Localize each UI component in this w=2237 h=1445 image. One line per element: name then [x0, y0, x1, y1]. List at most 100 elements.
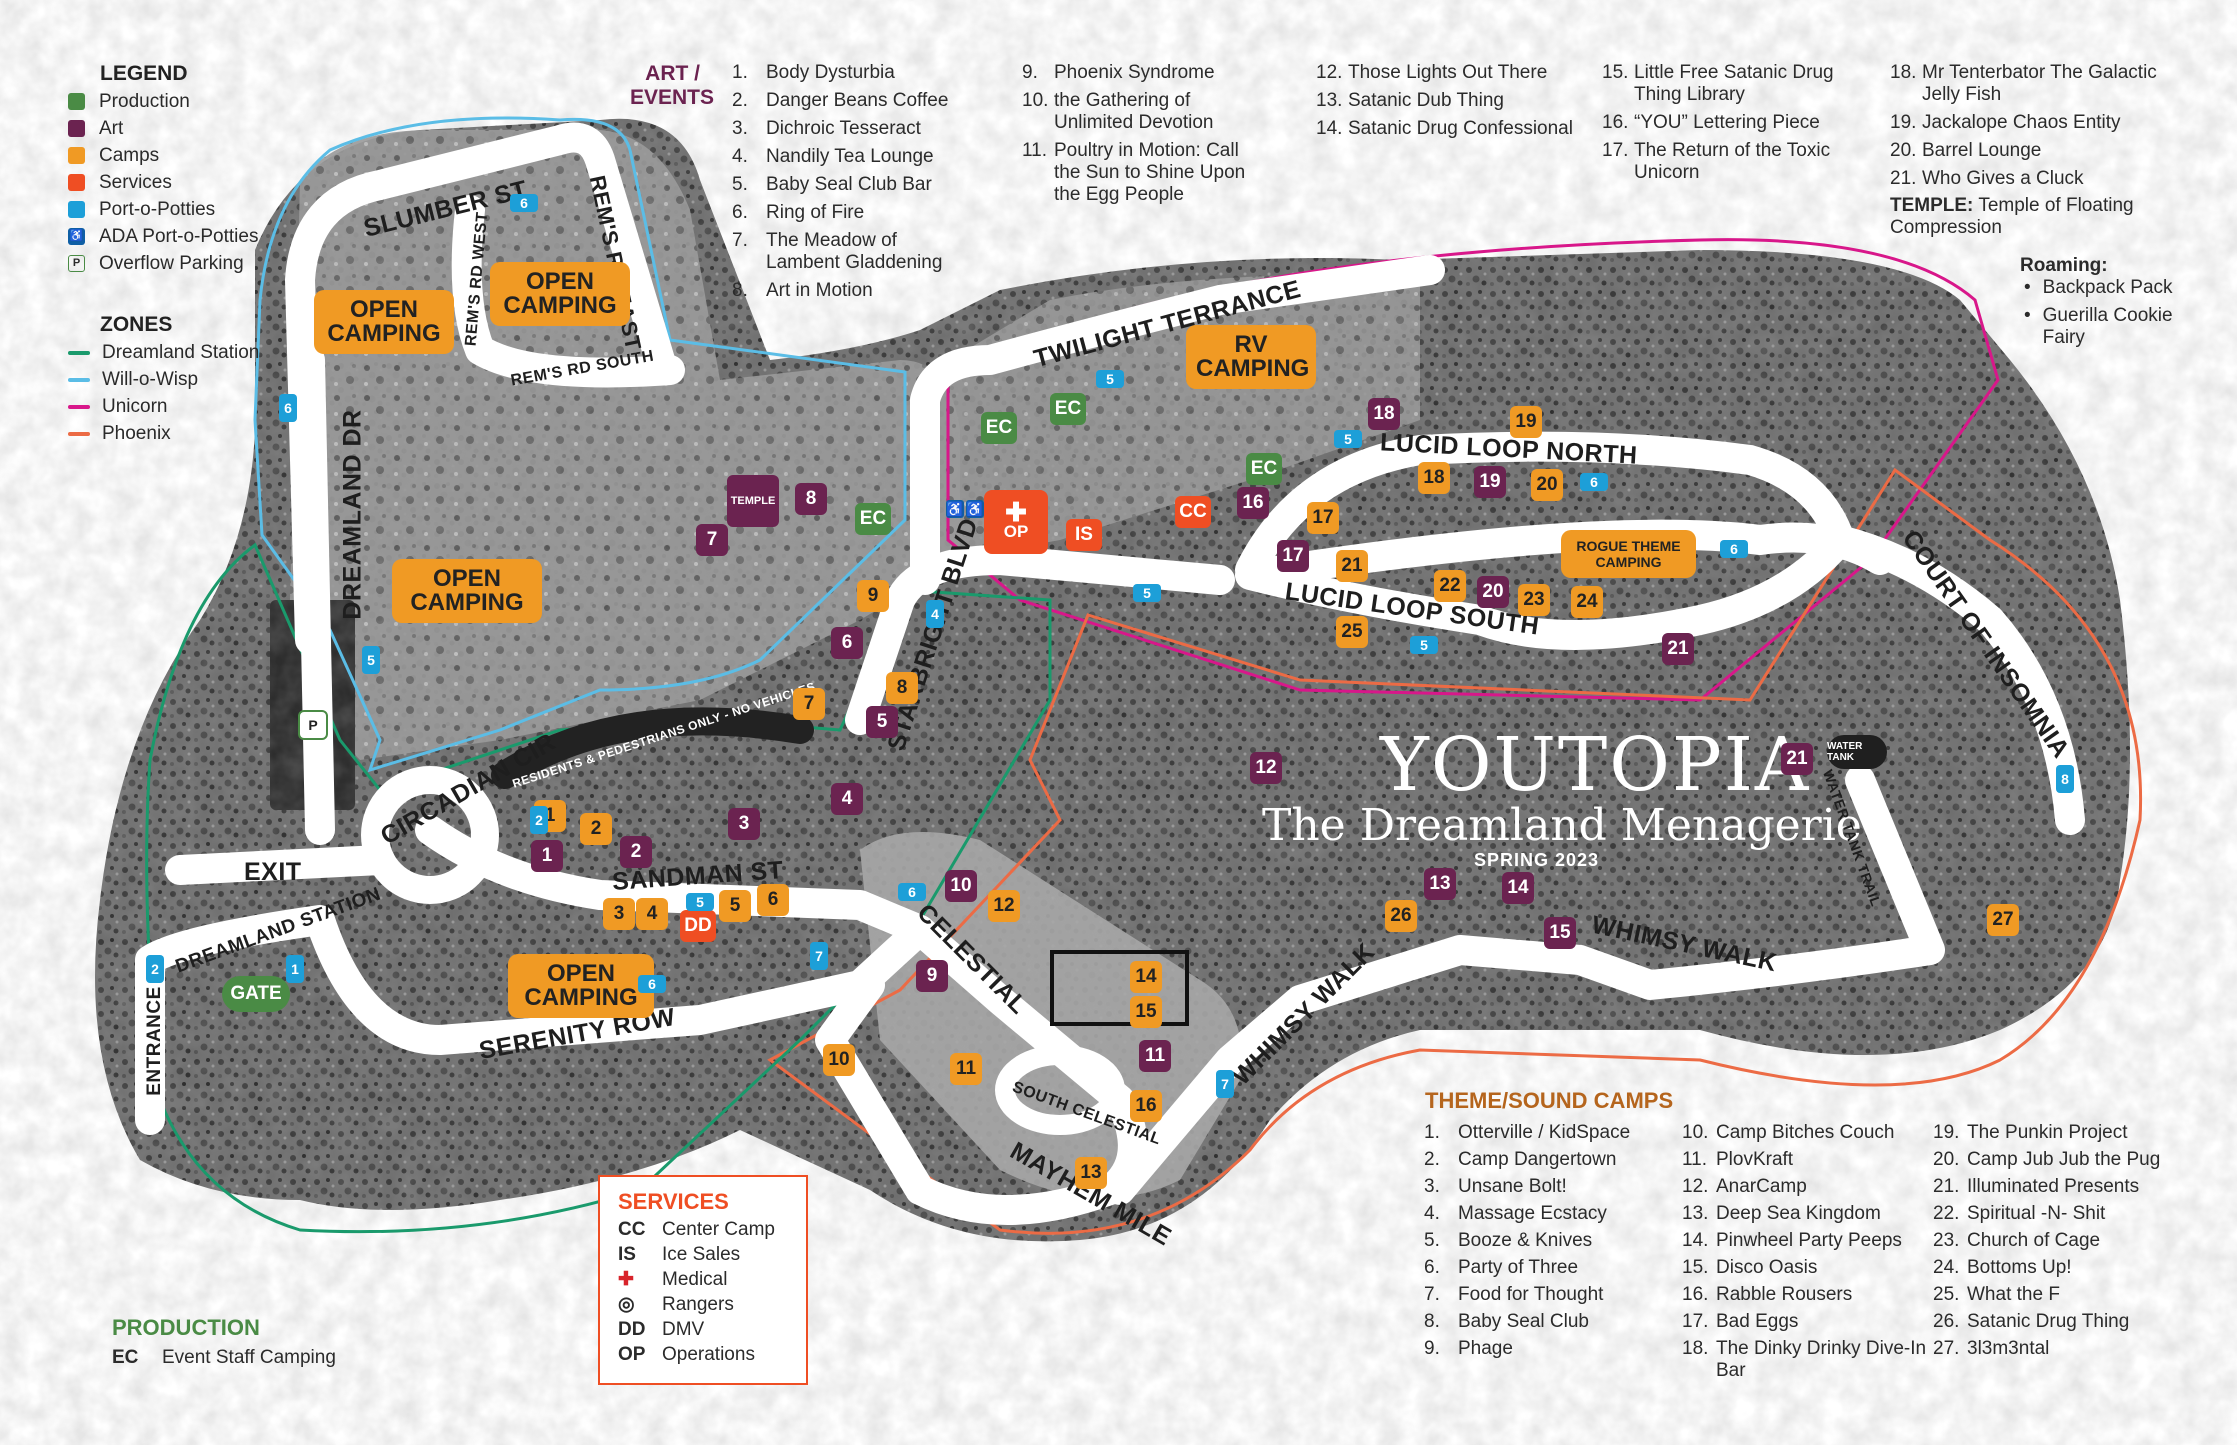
camp-marker[interactable]: 27: [1987, 904, 2019, 936]
art-marker[interactable]: 3: [728, 808, 760, 840]
art-marker[interactable]: 7: [696, 524, 728, 556]
roaming-item: •Backpack Pack: [2020, 277, 2220, 299]
port-o-potty-marker[interactable]: 6: [510, 194, 538, 212]
art-marker[interactable]: 12: [1250, 752, 1282, 784]
port-o-potty-marker[interactable]: 5: [1334, 430, 1362, 448]
art-marker[interactable]: 2: [620, 836, 652, 868]
port-o-potty-marker[interactable]: 5: [686, 893, 714, 911]
operations-medical-rangers-marker[interactable]: ✚ OP: [984, 490, 1048, 554]
port-o-potty-marker[interactable]: 6: [1720, 540, 1748, 558]
list-item: 10.Camp Bitches Couch: [1682, 1122, 1942, 1144]
port-o-potty-marker[interactable]: 6: [638, 975, 666, 993]
camp-marker[interactable]: 22: [1434, 570, 1466, 602]
camp-marker[interactable]: 26: [1385, 900, 1417, 932]
production-marker[interactable]: EC: [855, 503, 891, 535]
production-marker[interactable]: EC: [1246, 453, 1282, 485]
open-camping-1[interactable]: OPEN CAMPING: [314, 290, 454, 354]
art-marker[interactable]: 8: [795, 483, 827, 515]
camp-marker[interactable]: 8: [886, 672, 918, 704]
art-marker[interactable]: 4: [831, 783, 863, 815]
camp-marker[interactable]: 9: [857, 580, 889, 612]
art-marker[interactable]: 16: [1237, 487, 1269, 519]
production-marker[interactable]: EC: [1050, 393, 1086, 425]
camp-marker[interactable]: 16: [1130, 1090, 1162, 1122]
art-marker[interactable]: 21: [1662, 633, 1694, 665]
camp-marker[interactable]: 4: [636, 898, 668, 930]
list-item-number: 1.: [1424, 1122, 1440, 1143]
legend-item: Camps: [68, 145, 268, 167]
camp-marker[interactable]: 21: [1336, 550, 1368, 582]
port-o-potty-marker[interactable]: 5: [1410, 636, 1438, 654]
camp-marker[interactable]: 11: [950, 1053, 982, 1085]
camp-marker[interactable]: 3: [603, 898, 635, 930]
port-o-potty-marker[interactable]: 2: [530, 806, 548, 834]
art-marker[interactable]: 21: [1781, 743, 1813, 775]
port-o-potty-marker[interactable]: 6: [898, 883, 926, 901]
service-marker[interactable]: DD: [680, 910, 716, 942]
port-o-potty-marker[interactable]: 2: [146, 955, 164, 983]
camp-marker[interactable]: 17: [1307, 502, 1339, 534]
open-camping-3[interactable]: OPEN CAMPING: [392, 559, 542, 623]
camp-marker[interactable]: 23: [1518, 584, 1550, 616]
camp-marker[interactable]: 18: [1418, 462, 1450, 494]
port-o-potty-marker[interactable]: 7: [810, 942, 828, 970]
art-marker[interactable]: 6: [831, 627, 863, 659]
water-tank-marker[interactable]: WATER TANK: [1827, 735, 1887, 769]
camp-marker[interactable]: 10: [823, 1044, 855, 1076]
camp-marker[interactable]: 24: [1571, 586, 1603, 618]
art-marker[interactable]: 15: [1544, 917, 1576, 949]
medical-cross-icon: ✚: [618, 1269, 634, 1290]
port-o-potty-marker[interactable]: 5: [1133, 584, 1161, 602]
list-item-number: 22.: [1933, 1203, 1960, 1224]
camp-marker[interactable]: 6: [757, 884, 789, 916]
camp-marker[interactable]: 13: [1075, 1157, 1107, 1189]
rogue-theme-camping[interactable]: ROGUE THEME CAMPING: [1561, 530, 1696, 578]
gate-marker[interactable]: GATE: [222, 976, 290, 1012]
camp-marker[interactable]: 2: [580, 813, 612, 845]
art-marker[interactable]: 1: [531, 840, 563, 872]
art-marker[interactable]: 5: [866, 706, 898, 738]
open-camping-4[interactable]: OPEN CAMPING: [508, 954, 654, 1018]
art-marker[interactable]: 20: [1477, 576, 1509, 608]
port-o-potty-marker[interactable]: 4: [926, 600, 944, 628]
parking-marker[interactable]: P: [298, 710, 328, 740]
camp-marker[interactable]: 12: [988, 890, 1020, 922]
map-title: YOUTOPIA: [1380, 722, 1811, 808]
rv-camping[interactable]: RV CAMPING: [1186, 325, 1316, 389]
port-o-potty-marker[interactable]: 5: [362, 646, 380, 674]
art-marker[interactable]: 9: [916, 960, 948, 992]
list-item-label: Bottoms Up!: [1967, 1257, 2072, 1278]
camp-marker[interactable]: 14: [1130, 961, 1162, 993]
ada-potty-marker[interactable]: ♿: [966, 500, 984, 518]
art-marker[interactable]: 17: [1277, 540, 1309, 572]
service-marker[interactable]: CC: [1175, 496, 1211, 528]
camp-marker[interactable]: 5: [719, 890, 751, 922]
port-o-potty-marker[interactable]: 5: [1096, 370, 1124, 388]
art-marker[interactable]: 19: [1474, 466, 1506, 498]
port-o-potty-marker[interactable]: 8: [2056, 765, 2074, 793]
art-marker[interactable]: 18: [1368, 398, 1400, 430]
list-item-number: 25.: [1933, 1284, 1960, 1305]
ada-potty-marker[interactable]: ♿: [946, 500, 964, 518]
road-twilight: [910, 255, 1445, 595]
port-o-potty-marker[interactable]: 6: [279, 394, 297, 422]
camp-marker[interactable]: 25: [1336, 616, 1368, 648]
temple-marker[interactable]: TEMPLE: [727, 475, 779, 527]
art-marker[interactable]: 11: [1139, 1040, 1171, 1072]
road-whimsy-walk: [1105, 765, 1945, 1205]
production-marker[interactable]: EC: [981, 412, 1017, 444]
camp-marker[interactable]: 19: [1510, 406, 1542, 438]
camp-marker[interactable]: 7: [793, 688, 825, 720]
art-marker[interactable]: 13: [1424, 868, 1456, 900]
service-label: Medical: [662, 1269, 728, 1290]
art-marker[interactable]: 14: [1502, 872, 1534, 904]
port-o-potty-marker[interactable]: 6: [1580, 473, 1608, 491]
list-item-number: 26.: [1933, 1311, 1960, 1332]
camp-marker[interactable]: 15: [1130, 996, 1162, 1028]
service-marker[interactable]: IS: [1066, 519, 1102, 551]
art-marker[interactable]: 10: [945, 870, 977, 902]
port-o-potty-marker[interactable]: 1: [286, 955, 304, 983]
camp-marker[interactable]: 20: [1531, 469, 1563, 501]
port-o-potty-marker[interactable]: 7: [1216, 1070, 1234, 1098]
open-camping-2[interactable]: OPEN CAMPING: [490, 262, 630, 326]
